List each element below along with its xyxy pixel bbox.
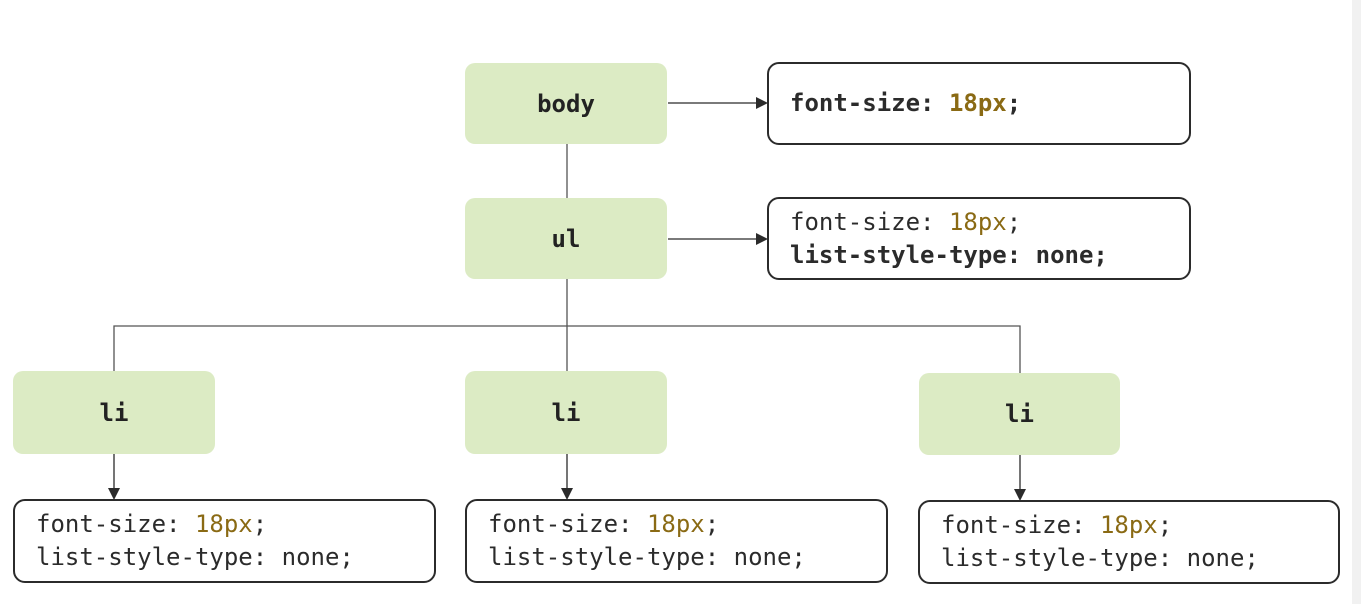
decl-prop: font-size:	[941, 511, 1086, 539]
decl-semicolon: ;	[252, 510, 268, 538]
decl-semicolon: ;	[1006, 207, 1022, 236]
decl-box-body: font-size: 18px;	[767, 62, 1191, 145]
node-li-middle: li	[465, 371, 667, 454]
decl-prop: font-size:	[488, 510, 633, 538]
decl-prop: font-size:	[790, 207, 935, 236]
decl-semicolon: ;	[1006, 89, 1022, 117]
decl-value: 18px	[948, 207, 1007, 236]
decl-box-li-right: font-size: 18px; list-style-type: none;	[918, 500, 1340, 584]
decl-line-inherited: font-size: 18px;	[941, 509, 1338, 542]
node-ul: ul	[465, 198, 667, 279]
decl-value: 18px	[948, 89, 1007, 117]
node-li-right: li	[919, 373, 1120, 455]
decl-value: 18px	[194, 510, 253, 538]
decl-box-ul: font-size: 18px; list-style-type: none;	[767, 197, 1191, 280]
decl-line-inherited: font-size: 18px;	[790, 206, 1189, 239]
node-body: body	[465, 63, 667, 144]
decl-prop: font-size:	[36, 510, 181, 538]
decl-semicolon: ;	[1157, 511, 1173, 539]
decl-line-inherited: list-style-type: none;	[36, 543, 354, 571]
decl-prop: font-size:	[790, 89, 935, 117]
node-li-left: li	[13, 371, 215, 454]
decl-line-inherited: font-size: 18px;	[488, 508, 886, 541]
scrollbar-strip	[1352, 0, 1361, 604]
decl-line-inherited: list-style-type: none;	[941, 544, 1259, 572]
decl-box-li-left: font-size: 18px; list-style-type: none;	[13, 499, 436, 583]
decl-semicolon: ;	[704, 510, 720, 538]
decl-line-font-size: font-size: 18px;	[790, 87, 1189, 120]
decl-line-inherited: list-style-type: none;	[488, 543, 806, 571]
decl-value: 18px	[1099, 511, 1158, 539]
decl-value: 18px	[646, 510, 705, 538]
edge-ul-li-sides	[113, 325, 1021, 373]
decl-line-own: list-style-type: none;	[790, 240, 1108, 269]
decl-box-li-middle: font-size: 18px; list-style-type: none;	[465, 499, 888, 583]
decl-line-inherited: font-size: 18px;	[36, 508, 434, 541]
